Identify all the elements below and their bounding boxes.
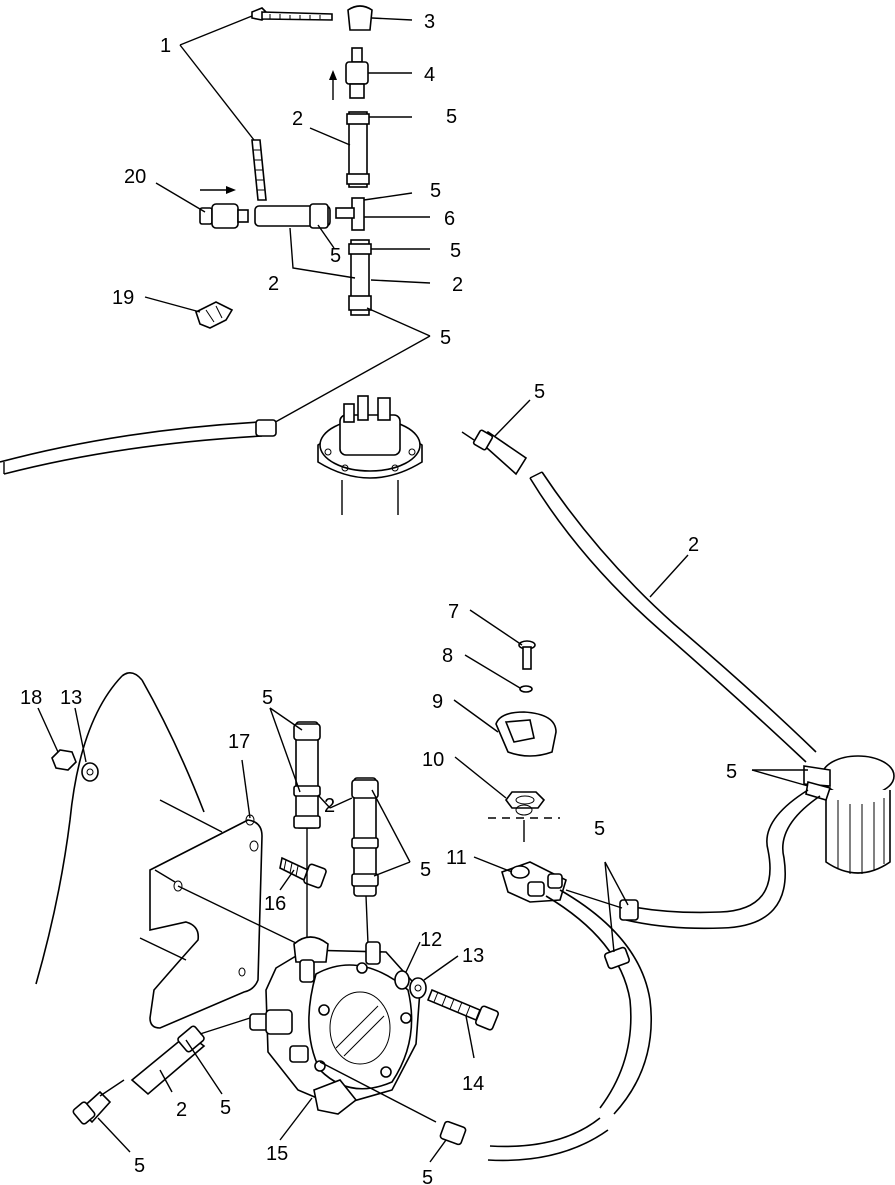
hose-pump-upper-left	[293, 721, 321, 968]
hose-left-loop	[35, 672, 205, 985]
callout-5-pump-upper: 5	[262, 687, 273, 709]
hose-long-right	[529, 471, 817, 763]
callout-5-right-fitting: 5	[534, 381, 545, 403]
callout-3: 3	[424, 11, 435, 33]
callout-6: 6	[444, 208, 455, 230]
callout-2-pump-upper: 2	[324, 795, 335, 817]
hose-pump-upper-right	[351, 777, 379, 945]
callout-12: 12	[420, 929, 442, 951]
callout-5-pump-upper-right: 5	[420, 859, 431, 881]
callout-17: 17	[228, 731, 250, 753]
part-1-clip-vertical	[251, 139, 267, 201]
callout-10: 10	[422, 749, 444, 771]
flow-arrow-right-icon	[200, 186, 236, 194]
callout-1: 1	[160, 35, 171, 57]
part-6-t-fitting	[335, 197, 365, 231]
callout-2-horizontal: 2	[268, 273, 279, 295]
callout-8: 8	[442, 645, 453, 667]
hose-segment-horizontal	[254, 203, 331, 229]
callout-5-filter-return: 5	[594, 818, 605, 840]
part-15-fuel-pump	[249, 936, 421, 1115]
hose-fitting-right-top	[461, 429, 528, 476]
callout-5-filter: 5	[726, 761, 737, 783]
part-11-shutoff-valve	[501, 861, 567, 903]
callout-5-pump-lower: 5	[220, 1097, 231, 1119]
part-7-screw	[518, 640, 536, 670]
callout-20: 20	[124, 166, 146, 188]
callout-2-long-right: 2	[688, 534, 699, 556]
callout-15: 15	[266, 1143, 288, 1165]
part-3-cap	[347, 5, 373, 31]
callout-16: 16	[264, 893, 286, 915]
part-20-inline-filter	[199, 203, 249, 229]
part-13-washer-right	[409, 977, 427, 999]
callout-9: 9	[432, 691, 443, 713]
part-17-bracket	[149, 814, 263, 1029]
hose-fitting-lower-left	[72, 1079, 125, 1125]
callout-5-t-fitting: 5	[430, 180, 441, 202]
callout-13-right: 13	[462, 945, 484, 967]
hose-filter-return	[619, 789, 821, 930]
part-13-washer-left	[81, 762, 99, 782]
callout-5-lower-hose-top: 5	[450, 240, 461, 262]
part-18-nut	[51, 749, 77, 771]
flow-arrow-up-icon	[329, 70, 337, 100]
callout-5-lower-hose-bottom: 5	[440, 327, 451, 349]
part-19-clip	[195, 301, 234, 329]
callout-11: 11	[446, 847, 467, 869]
callout-5-bottom-hose: 5	[422, 1167, 433, 1185]
part-14-bolt	[426, 988, 499, 1031]
part-8-washer	[519, 685, 533, 693]
callout-4: 4	[424, 64, 435, 86]
tank-pickup-fitting	[317, 395, 423, 515]
callout-2-upper: 2	[292, 108, 303, 130]
callout-19: 19	[112, 287, 134, 309]
callout-2-lower: 2	[452, 274, 463, 296]
hose-pump-lower-left	[130, 1017, 251, 1096]
part-12-washer	[394, 970, 410, 990]
callout-5-lower-left: 5	[134, 1155, 145, 1177]
hose-long-left	[0, 419, 277, 475]
part-10-nut	[505, 791, 546, 809]
part-9-knob	[495, 711, 557, 757]
fuel-filter	[803, 755, 895, 874]
callout-5-upper-hose: 5	[446, 106, 457, 128]
callout-14: 14	[462, 1073, 484, 1095]
valve-axis	[488, 804, 560, 842]
part-1-clip-strap	[251, 7, 333, 21]
part-4-check-valve	[345, 47, 369, 99]
callout-7: 7	[448, 601, 459, 623]
callout-13-left: 13	[60, 687, 82, 709]
hose-valve-to-pump	[439, 889, 653, 1162]
part-16-bolt	[279, 856, 327, 889]
callout-labels: 1 3 4 2 5 20 5 6 5 5 2 2 19 5 5 2 7 8 9 …	[20, 11, 737, 1185]
callout-2-pump-lower: 2	[176, 1099, 187, 1121]
callout-18: 18	[20, 687, 42, 709]
hose-segment-upper	[346, 111, 370, 188]
callout-5-horizontal-hose: 5	[330, 245, 341, 267]
